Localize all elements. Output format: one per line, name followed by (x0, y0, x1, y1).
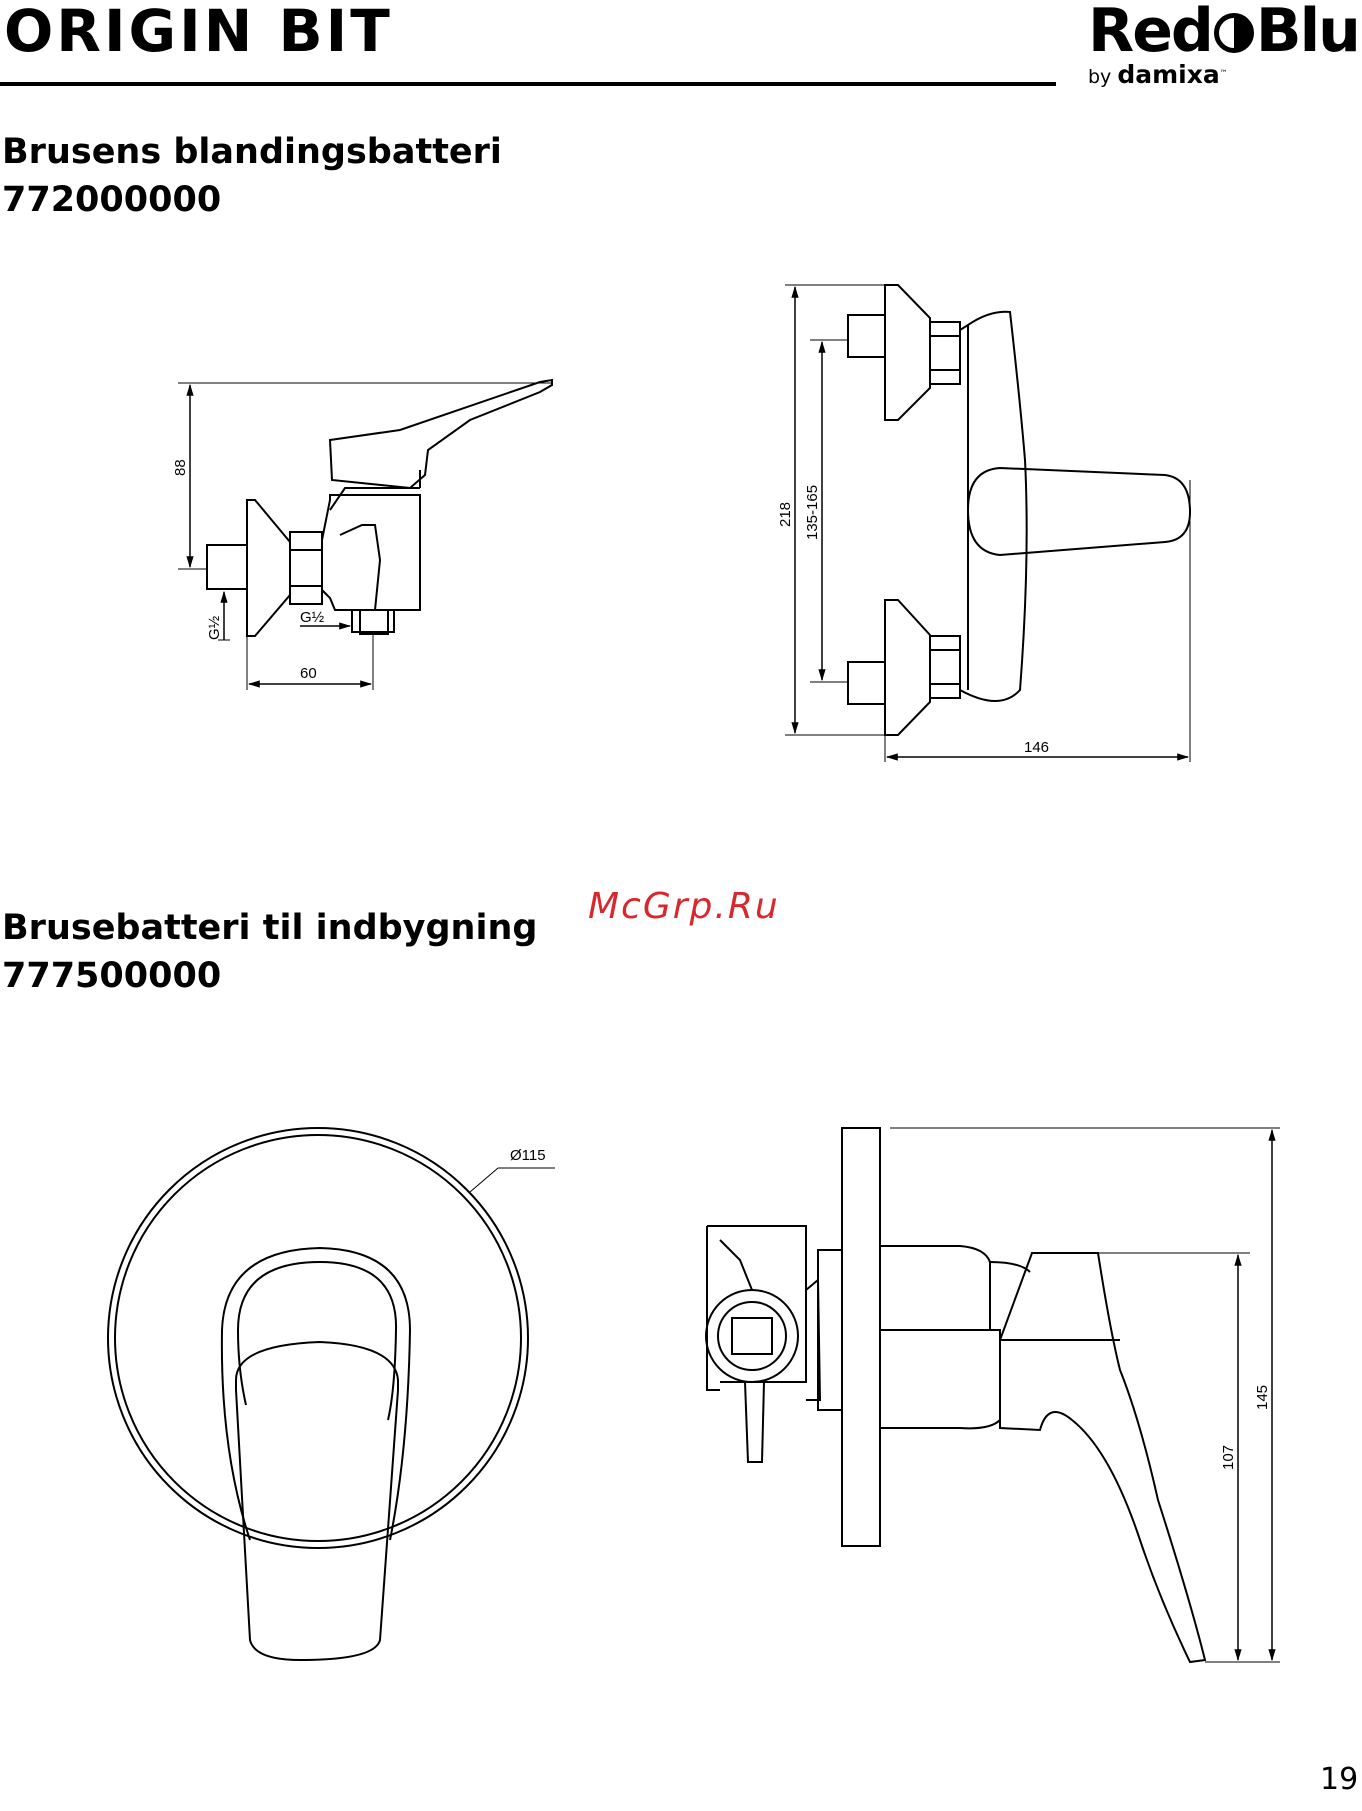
drawing-front-view-2: Ø115 (108, 1128, 555, 1660)
dim-height-lever: 107 (1220, 1445, 1237, 1470)
drawing-side-view-1: 88 G½ G½ 60 (172, 380, 552, 690)
dim-diameter: Ø115 (510, 1147, 546, 1164)
dim-thread-inlet: G½ (206, 615, 223, 640)
dim-total-height: 218 (777, 502, 794, 527)
dim-center-distance: 135-165 (804, 485, 821, 540)
dim-width: 146 (1024, 739, 1049, 756)
dim-depth: 60 (300, 665, 317, 682)
dim-height: 88 (172, 459, 189, 476)
dim-total-height-2: 145 (1254, 1385, 1271, 1410)
drawing-front-view-1: 218 135-165 146 (777, 285, 1190, 762)
drawing-side-view-2: 145 107 (706, 1128, 1280, 1662)
dim-thread-outlet: G½ (300, 609, 325, 626)
